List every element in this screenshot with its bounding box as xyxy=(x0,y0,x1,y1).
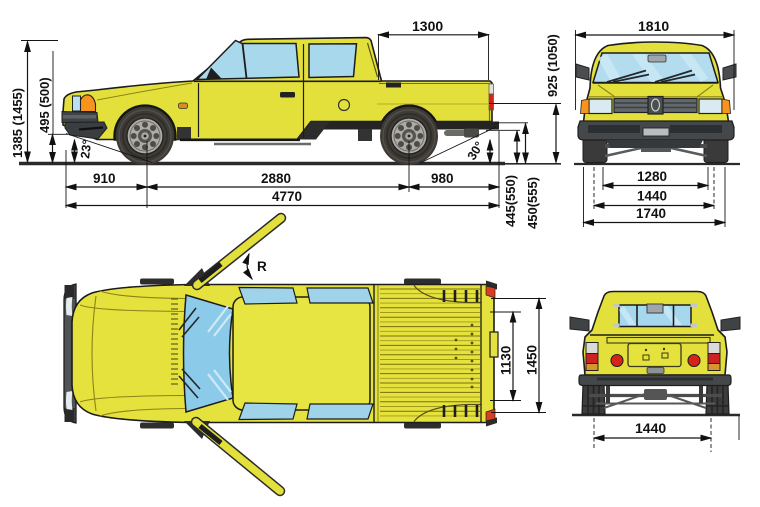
svg-text:1440: 1440 xyxy=(635,420,666,436)
svg-text:R: R xyxy=(257,259,267,274)
svg-text:4770: 4770 xyxy=(272,189,302,204)
svg-text:910: 910 xyxy=(93,171,116,186)
svg-text:1740: 1740 xyxy=(636,206,666,221)
svg-text:1450: 1450 xyxy=(525,345,540,375)
svg-text:450(555): 450(555) xyxy=(525,177,540,229)
svg-text:445(550): 445(550) xyxy=(503,175,518,227)
svg-text:925 (1050): 925 (1050) xyxy=(545,34,560,97)
svg-text:1385 (1455): 1385 (1455) xyxy=(10,88,25,158)
svg-text:1440: 1440 xyxy=(637,189,667,204)
svg-text:495 (500): 495 (500) xyxy=(37,77,52,133)
svg-text:1810: 1810 xyxy=(638,18,669,34)
svg-text:23°: 23° xyxy=(78,139,94,159)
svg-text:1130: 1130 xyxy=(499,346,514,375)
svg-text:1280: 1280 xyxy=(637,169,667,184)
svg-text:2880: 2880 xyxy=(261,171,291,186)
svg-text:1300: 1300 xyxy=(412,18,443,34)
svg-text:980: 980 xyxy=(431,171,454,186)
